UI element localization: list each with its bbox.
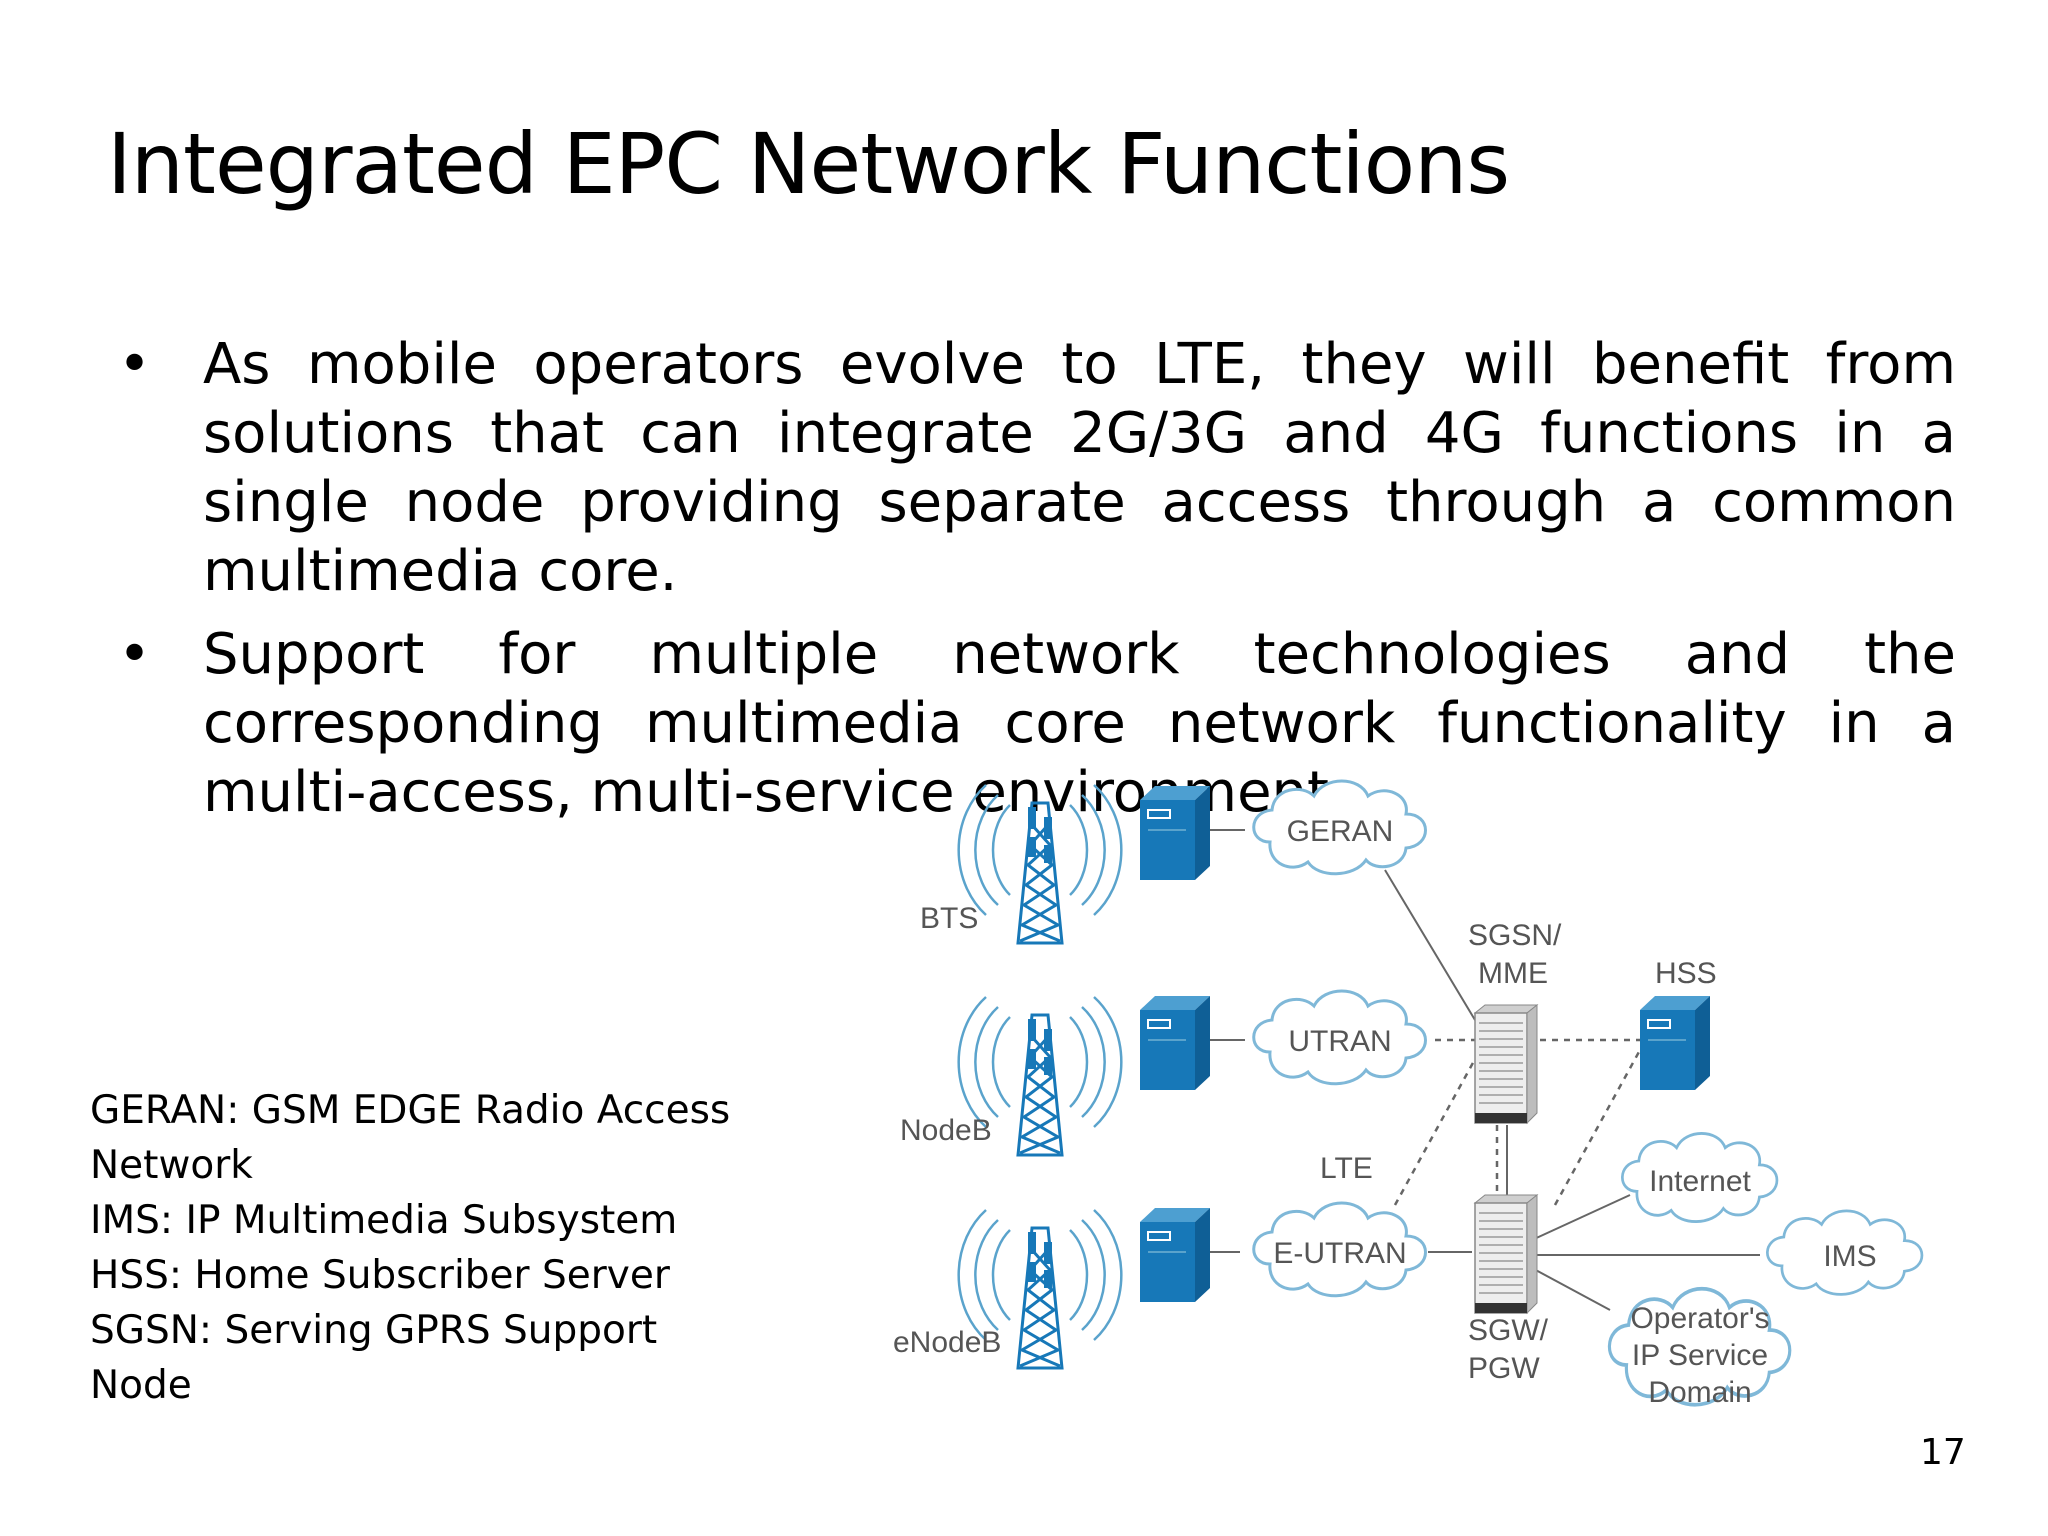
slide-title: Integrated EPC Network Functions [107,115,1510,213]
tower-bts-icon [957,783,1123,945]
bullet-text: As mobile operators evolve to LTE, they … [203,332,1956,604]
label-operator-line2: IP Service [1632,1339,1768,1372]
bullet-item: • As mobile operators evolve to LTE, the… [118,330,1956,606]
label-internet: Internet [1649,1165,1751,1198]
label-mme: MME [1478,957,1548,990]
label-operator-line3: Domain [1648,1376,1751,1409]
label-bts: BTS [920,902,978,935]
label-utran: UTRAN [1288,1025,1391,1058]
label-sgsn: SGSN/ [1468,919,1562,952]
server-enodeb-icon [1139,1207,1211,1303]
sgsn-mme-chassis-icon [1474,1004,1538,1124]
glossary-item-ims: IMS: IP Multimedia Subsystem [90,1198,678,1243]
label-lte: LTE [1320,1152,1373,1185]
hss-server-icon [1639,995,1711,1091]
label-hss: HSS [1655,957,1717,990]
label-enodeb: eNodeB [893,1326,1001,1359]
glossary: GERAN: GSM EDGE Radio Access Network IMS… [90,1083,770,1413]
label-ims: IMS [1823,1240,1876,1273]
label-operator-line1: Operator's [1630,1302,1769,1335]
label-sgw: SGW/ [1468,1314,1549,1347]
label-pgw: PGW [1468,1352,1540,1385]
glossary-item-sgsn: SGSN: Serving GPRS Support Node [90,1308,658,1408]
label-geran: GERAN [1287,815,1394,848]
server-bts-icon [1139,785,1211,881]
label-eutran: E-UTRAN [1273,1237,1406,1270]
link-geran-sgsn [1384,869,1476,1021]
sgw-pgw-chassis-icon [1474,1194,1538,1314]
glossary-item-hss: HSS: Home Subscriber Server [90,1253,670,1298]
link-sgw-internet [1531,1194,1631,1241]
bullet-list: • As mobile operators evolve to LTE, the… [118,330,1956,841]
bullet-marker: • [118,332,152,397]
dashed-links [1393,1038,1642,1206]
link-sgw-operator [1531,1267,1611,1311]
bullet-marker: • [118,622,152,687]
label-nodeb: NodeB [900,1114,992,1147]
connection-lines [1210,829,1760,1311]
page-number: 17 [1920,1432,1966,1473]
epc-network-diagram: BTS NodeB eNodeB GERAN UTRAN E-UTRAN LTE… [893,779,1924,1409]
server-nodeb-icon [1139,995,1211,1091]
link-eutran-sgsn [1393,1049,1482,1206]
link-sgw-hss [1553,1049,1642,1206]
glossary-item-geran: GERAN: GSM EDGE Radio Access Network [90,1088,731,1188]
